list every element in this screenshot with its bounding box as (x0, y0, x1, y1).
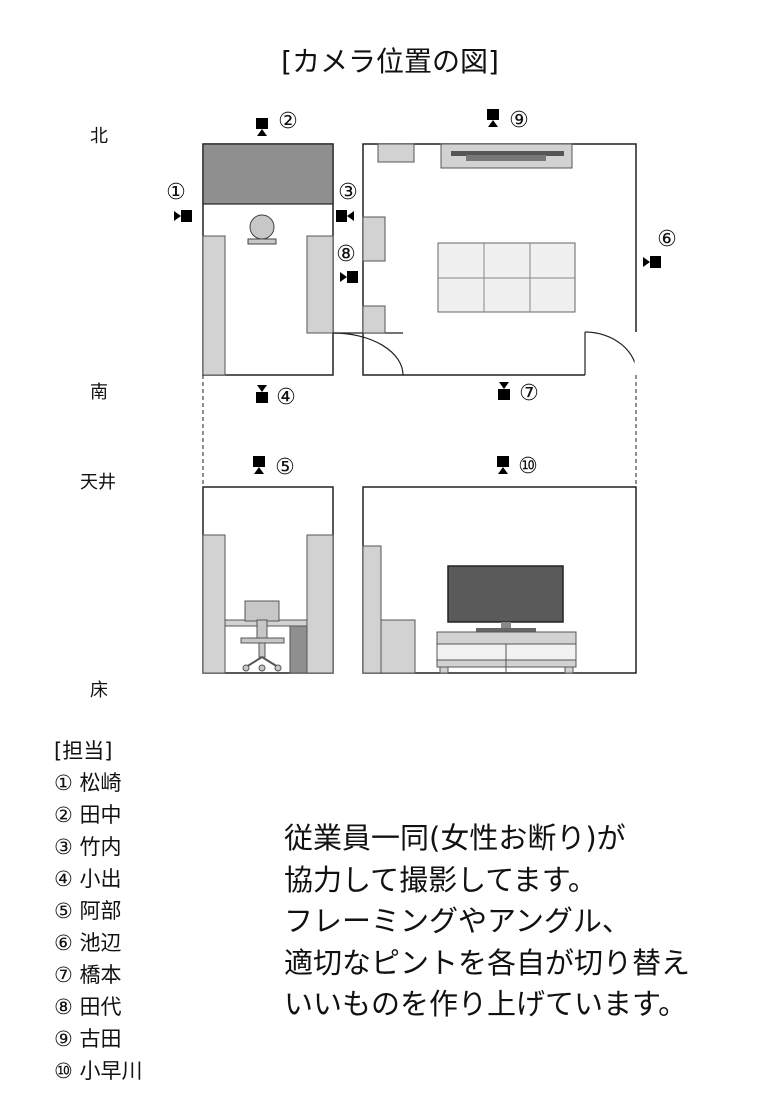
camera-icon (336, 210, 354, 222)
camera-icon (256, 118, 268, 136)
camera-label: ⑧ (336, 242, 356, 267)
right-shelf (306, 235, 334, 334)
plan-top-view (202, 143, 638, 377)
camera-label: ⑥ (657, 227, 677, 252)
camera-6: ⑥ (643, 227, 677, 268)
camera-8: ⑧ (336, 242, 358, 283)
north-label: 北 (90, 126, 108, 147)
camera-label: ③ (338, 180, 358, 205)
ceiling-label: 天井 (80, 472, 116, 493)
camera-9: ⑨ (487, 108, 529, 133)
plan-side-view (202, 486, 637, 674)
assignment-list: [担当] ① 松崎 ② 田中 ③ 竹内 ④ 小出 ⑤ 阿部 ⑥ 池辺 ⑦ 橋本 … (54, 735, 143, 1087)
assignment-item: ⑦ 橋本 (54, 963, 122, 987)
tv-side-view (447, 565, 564, 632)
left-shelf (202, 235, 226, 376)
cabinet-top (377, 143, 415, 163)
camera-7: ⑦ (498, 381, 539, 406)
camera-label: ⑦ (519, 381, 539, 406)
camera-label: ④ (276, 385, 296, 410)
camera-icon (256, 385, 268, 403)
tv-stand-side-view (436, 631, 577, 674)
camera-label: ⑩ (518, 454, 538, 479)
floor-label: 床 (90, 680, 108, 701)
assignment-heading: [担当] (54, 739, 113, 763)
page-title: [カメラ位置の図] (281, 45, 499, 78)
camera-label: ⑨ (509, 108, 529, 133)
camera-2: ② (256, 109, 298, 136)
camera-icon (497, 456, 509, 474)
notice-line: いいものを作り上げています。 (284, 987, 688, 1021)
assignment-item: ③ 竹内 (54, 835, 122, 859)
assignment-item: ① 松崎 (54, 771, 122, 795)
chair-top-view (249, 214, 275, 240)
tv-top (451, 151, 564, 156)
camera-label: ⑤ (275, 455, 295, 480)
camera-icon (643, 256, 661, 268)
side-cabinet-2 (362, 305, 386, 334)
assignment-item: ② 田中 (54, 803, 122, 827)
office-chair (240, 600, 285, 672)
assignment-item: ⑥ 池辺 (54, 931, 122, 955)
camera-icon (253, 456, 265, 474)
assignment-item: ⑨ 古田 (54, 1027, 122, 1051)
camera-5: ⑤ (253, 455, 295, 480)
assignment-item: ⑧ 田代 (54, 995, 122, 1019)
camera-icon (174, 210, 192, 222)
assignment-item: ④ 小出 (54, 867, 122, 891)
notice-line: フレーミングやアングル、 (284, 904, 631, 938)
camera-icon (487, 109, 499, 127)
floor-plan-diagram: ① ② ③ ④ ⑤ ⑥ ⑦ ⑧ ⑨ ⑩ (166, 108, 677, 674)
side-cabinet-1 (362, 216, 386, 262)
camera-3: ③ (336, 180, 358, 222)
notice-text: 従業員一同(女性お断り)が 協力して撮影してます。 フレーミングやアングル、 適… (284, 818, 690, 1026)
camera-icon (498, 382, 510, 400)
camera-4: ④ (256, 385, 296, 410)
notice-line: 従業員一同(女性お断り)が (284, 821, 626, 855)
camera-10: ⑩ (497, 454, 538, 479)
notice-line: 適切なピントを各自が切り替え (284, 945, 691, 980)
camera-label: ① (166, 180, 186, 205)
camera-label: ② (278, 109, 298, 134)
south-label: 南 (90, 382, 108, 403)
table-top (437, 242, 576, 313)
notice-line: 協力して撮影してます。 (284, 862, 597, 897)
assignment-item: ⑩ 小早川 (54, 1059, 143, 1083)
desk-top-view (202, 143, 334, 205)
camera-icon (340, 271, 358, 283)
assignment-item: ⑤ 阿部 (54, 899, 122, 923)
camera-1: ① (166, 180, 192, 222)
